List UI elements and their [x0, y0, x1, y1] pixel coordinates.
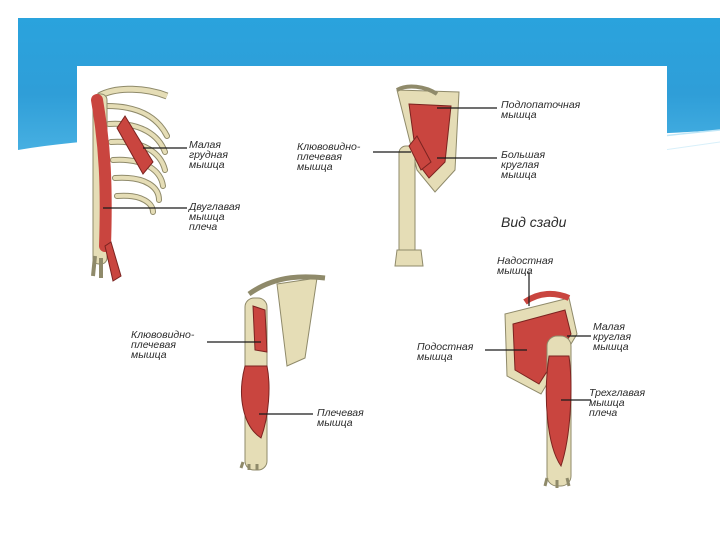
label-brachialis: Плечевая мышца	[317, 407, 364, 429]
label-infraspinatus: Подостная мышца	[417, 341, 474, 363]
label-biceps: Двуглавая мышца плеча	[189, 201, 241, 233]
view-caption: Вид сзади	[501, 214, 567, 230]
label-pectoralis-minor: Малая грудная мышца	[189, 139, 228, 171]
anatomy-figure-panel: Малая грудная мышца Двуглавая мышца плеч…	[77, 66, 667, 509]
label-teres-minor: Малая круглая мышца	[593, 321, 632, 353]
label-coracobrachialis-top: Клювовидно- плечевая мышца	[297, 141, 361, 173]
figure-shoulder-arm	[239, 274, 326, 471]
label-subscapularis: Подлопаточная мышца	[501, 99, 581, 121]
figure-posterior-view	[504, 290, 578, 488]
figure-chest-arm	[91, 85, 170, 282]
label-coracobrachialis-bottom: Клювовидно- плечевая мышца	[131, 329, 195, 361]
anatomy-illustration	[91, 84, 591, 488]
label-triceps: Трехглавая мышца плеча	[589, 387, 646, 419]
figure-scapula-front	[394, 84, 460, 267]
label-teres-major: Большая круглая мышца	[501, 149, 546, 181]
label-supraspinatus: Надостная мышца	[497, 255, 554, 277]
